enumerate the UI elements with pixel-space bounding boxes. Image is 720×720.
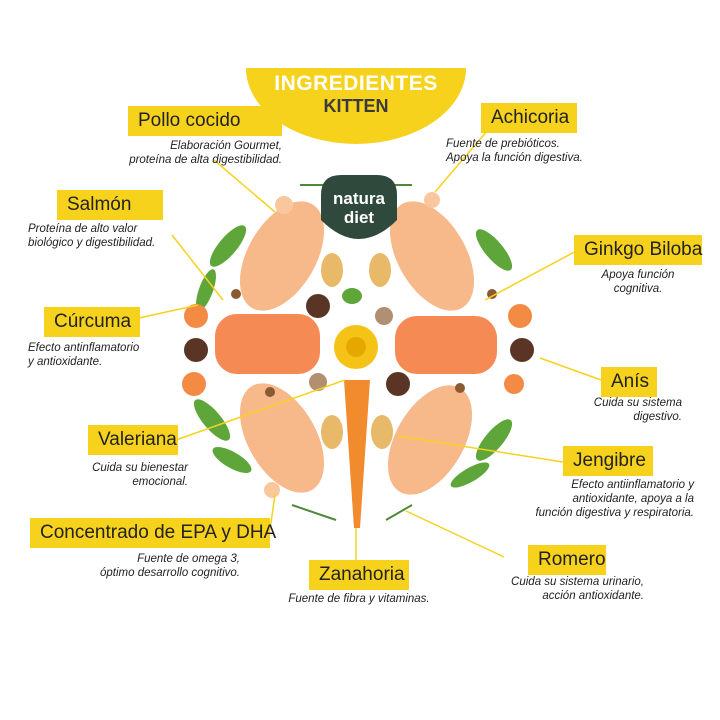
carrot: [344, 380, 370, 528]
orange-dot: [264, 482, 280, 498]
ginger-piece: [371, 415, 393, 449]
orange-dot: [275, 196, 293, 214]
label-zanahoria: Zanahoria: [309, 560, 409, 590]
label-epa-dha: Concentrado de EPA y DHA: [30, 518, 276, 548]
orange-dot: [184, 304, 208, 328]
desc-valeriana: Cuida su bienestar emocional.: [92, 462, 188, 488]
desc-salmon: Proteína de alto valor biológico y diges…: [28, 223, 156, 249]
logo-badge: [321, 175, 397, 239]
orange-dot: [508, 304, 532, 328]
label-salmon: Salmón: [57, 190, 163, 220]
chicken-piece: [239, 383, 325, 493]
orange-dot: [424, 192, 440, 208]
salmon-piece: [215, 314, 320, 374]
leaf-icon: [193, 399, 231, 441]
desc-zanahoria: Fuente de fibra y vitaminas.: [288, 593, 430, 605]
leaf-icon: [209, 225, 247, 267]
label-jengibre: Jengibre: [563, 446, 653, 476]
chicken-piece: [239, 201, 325, 311]
leaf-icon: [342, 288, 362, 304]
label-romero: Romero: [528, 545, 606, 575]
desc-anis: Cuida su sistema digestivo.: [593, 397, 682, 423]
label-ginkgo-biloba: Ginkgo Biloba: [574, 235, 702, 265]
orange-dot: [504, 374, 524, 394]
star-anise-icon: [306, 294, 330, 318]
desc-achicoria: Fuente de prebióticos. Apoya la función …: [446, 138, 583, 164]
chicken-piece: [389, 201, 475, 311]
salmon-piece: [395, 316, 497, 374]
leaf-icon: [196, 269, 216, 311]
desc-ginkgo-biloba: Apoya función cognitiva.: [601, 269, 675, 295]
label-pollo-cocido: Pollo cocido: [128, 106, 282, 136]
label-curcuma: Cúrcuma: [44, 307, 140, 337]
label-anis: Anís: [601, 367, 657, 397]
ginger-piece: [321, 253, 343, 287]
desc-romero: Cuida su sistema urinario, acción antiox…: [511, 576, 644, 602]
ginger-piece: [369, 253, 391, 287]
label-valeriana: Valeriana: [88, 425, 178, 455]
natura-diet-logo: natura diet: [333, 189, 385, 227]
desc-jengibre: Efecto antiinflamatorio y antioxidante, …: [535, 479, 694, 519]
leaf-icon: [212, 447, 252, 473]
header: INGREDIENTES KITTEN: [246, 68, 466, 144]
desc-epa-dha: Fuente de omega 3, óptimo desarrollo cog…: [100, 553, 240, 579]
star-anise-icon: [510, 338, 534, 362]
star-anise-icon: [386, 372, 410, 396]
leaf-icon: [450, 462, 490, 488]
label-achicoria: Achicoria: [481, 103, 577, 133]
ginger-piece: [321, 415, 343, 449]
header-subtitle: KITTEN: [323, 96, 389, 116]
leaf-icon: [475, 229, 513, 271]
orange-dot: [182, 372, 206, 396]
header-title: INGREDIENTES: [274, 72, 438, 95]
desc-pollo-cocido: Elaboración Gourmet, proteína de alta di…: [129, 140, 282, 166]
star-anise-icon: [184, 338, 208, 362]
desc-curcuma: Efecto antinflamatorio y antioxidante.: [28, 342, 140, 368]
chicken-piece: [387, 385, 473, 495]
